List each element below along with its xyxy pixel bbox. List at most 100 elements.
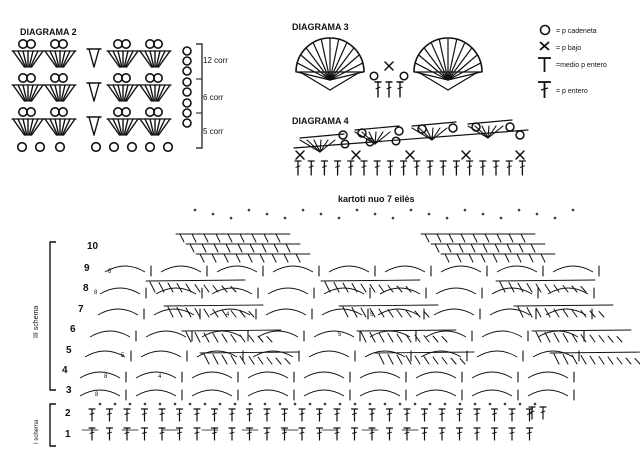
double-crochet-stitch	[479, 160, 487, 176]
chain-arc	[359, 389, 401, 397]
fan-stitch	[450, 357, 457, 365]
shell-spoke	[447, 54, 478, 81]
fan-spoke	[123, 118, 129, 136]
fan-stitch	[520, 233, 526, 243]
x-cross-icon	[539, 41, 550, 51]
fan-stitch	[230, 286, 237, 293]
lower-section-label: I schema	[34, 419, 40, 444]
fan-stitch	[634, 358, 640, 365]
stitch-cross-bar	[352, 431, 357, 434]
stitch-cross-bar	[386, 86, 392, 90]
v-fan-cluster	[11, 73, 45, 102]
stitch-cross-bar	[308, 165, 314, 168]
chain-dot	[308, 402, 312, 406]
shell-spoke	[438, 39, 449, 81]
row-number: 7	[78, 304, 84, 315]
chain-arc	[140, 350, 182, 358]
chain-dot	[443, 402, 447, 406]
stitch-cross-bar	[334, 431, 340, 434]
fan-stitch	[266, 357, 273, 365]
stitch-cross-bar	[124, 431, 130, 434]
stitch-cross-bar	[440, 165, 446, 168]
chain-arc	[252, 350, 294, 358]
double-crochet-stitch	[368, 408, 376, 422]
fan-spoke	[60, 118, 66, 136]
stitch-cross-bar	[427, 165, 433, 168]
fan-stitch	[230, 334, 237, 343]
fan-stitch	[589, 355, 596, 365]
fan-stitch	[432, 356, 439, 365]
fan-stitch	[271, 253, 277, 263]
x-stroke	[405, 150, 415, 160]
stitch-cross-bar	[453, 165, 459, 168]
fan-stitch	[248, 335, 255, 343]
shell-spoke	[424, 48, 449, 81]
double-crochet-stitch	[140, 427, 149, 441]
fan-row-rail	[549, 351, 640, 354]
chain-dot	[409, 208, 413, 212]
v-leg	[93, 48, 100, 68]
chain-circle	[17, 107, 28, 118]
diagram-2-title: DIAGRAMA 2	[20, 27, 77, 37]
single-crochet-stitch	[351, 150, 361, 160]
fan-spoke	[44, 118, 58, 136]
single-crochet-stitch	[405, 150, 415, 160]
chain-arc	[211, 287, 253, 295]
fan-stitch	[616, 336, 623, 343]
fan-row-rail	[320, 279, 421, 282]
fan-spoke	[61, 50, 71, 68]
fan-stitch	[482, 243, 488, 253]
chain-circle	[145, 73, 156, 84]
fan-stitch	[360, 283, 367, 293]
stitch-cross-bar	[282, 412, 287, 415]
chain-circle	[145, 38, 156, 49]
stitch-cross-bar	[439, 412, 445, 415]
fan-spoke	[28, 118, 34, 136]
fan-stitch	[544, 332, 551, 343]
chain-arc	[267, 287, 309, 295]
fan-stitch	[247, 253, 253, 263]
diagram-2-note-12: 12 corr	[203, 56, 228, 65]
double-crochet-stitch	[315, 408, 324, 422]
lace-spoke	[487, 125, 497, 139]
fan-stitch	[225, 243, 231, 253]
fan-stitch	[518, 243, 524, 253]
chain-arc	[527, 371, 569, 379]
double-crochet-stitch	[399, 160, 408, 176]
double-crochet-stitch	[373, 160, 381, 176]
stitch-cross-bar	[480, 165, 486, 168]
stitch-cross-bar	[295, 165, 301, 168]
stitch-cross-bar	[229, 412, 235, 415]
stitch-cross-bar	[107, 431, 112, 434]
fan-stitch	[285, 243, 291, 253]
chain-circle	[90, 141, 102, 153]
stitch-cross-bar	[299, 431, 305, 434]
fan-stitch	[149, 281, 156, 293]
double-crochet-stitch	[508, 408, 516, 422]
v-fan-cluster	[11, 38, 45, 68]
chain-circle	[153, 73, 164, 84]
lace-spoke	[299, 139, 321, 153]
stitch-cross-bar	[177, 431, 182, 434]
double-crochet-stitch	[492, 160, 500, 176]
fan-stitch	[295, 253, 301, 263]
double-crochet-stitch	[333, 408, 341, 422]
fan-stitch	[369, 332, 376, 343]
fan-stitch	[203, 233, 209, 243]
double-crochet-stitch	[420, 427, 429, 441]
fan-spoke	[149, 84, 155, 102]
chain-dot	[533, 402, 537, 406]
legend-label-chain: = p cadeneta	[556, 28, 597, 35]
chain-arc	[135, 389, 177, 397]
fan-stitch	[598, 335, 605, 343]
fan-stitch	[275, 357, 282, 365]
chain-arc	[303, 371, 345, 379]
fan-stitch	[589, 334, 596, 343]
fan-stitch	[508, 233, 514, 243]
stitch-cross-bar	[89, 412, 95, 415]
double-crochet-stitch	[263, 427, 271, 441]
fan-stitch	[423, 335, 430, 343]
chain-circle	[25, 38, 36, 49]
double-crochet-stitch	[280, 408, 289, 422]
stitch-cross-bar	[387, 412, 392, 415]
